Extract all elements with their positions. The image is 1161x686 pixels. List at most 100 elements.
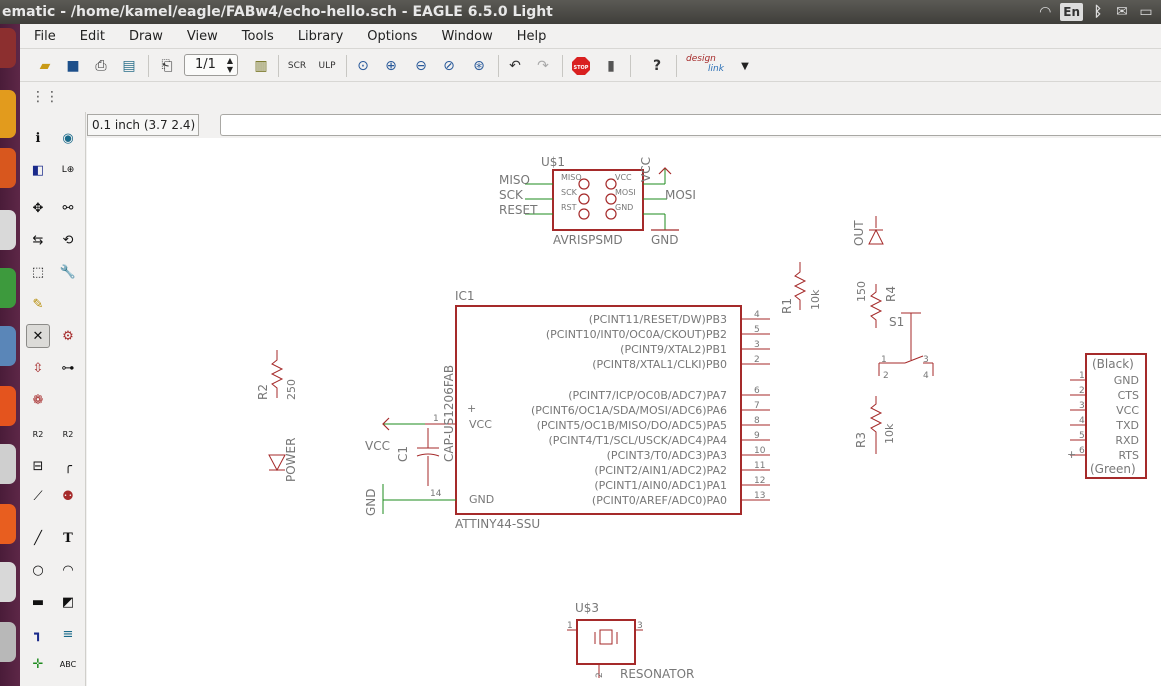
change-icon[interactable]: 🔧 [59, 264, 77, 280]
ic1-pin-number: 12 [754, 476, 765, 486]
launcher-ubuntu-one-icon[interactable] [0, 504, 16, 544]
zoom-fit-icon[interactable]: ⊙ [357, 58, 369, 74]
print-icon[interactable]: ⎙ [95, 58, 107, 74]
launcher-spreadsheet-icon[interactable] [0, 268, 16, 308]
launcher-workspace-icon[interactable] [0, 622, 16, 662]
board-icon[interactable]: ▥ [254, 58, 268, 74]
sheet-icon[interactable]: ⎗ [161, 58, 173, 74]
mark-icon[interactable]: L⊕ [61, 165, 75, 175]
bus-icon[interactable]: ┓ [34, 626, 42, 642]
miter-icon[interactable]: ╭ [64, 458, 72, 474]
zoom-select-icon[interactable]: ⊛ [473, 58, 485, 74]
wifi-icon[interactable]: ◠ [1039, 4, 1051, 20]
replace-icon[interactable]: ❁ [32, 392, 44, 408]
paste-icon[interactable]: ✎ [32, 296, 44, 312]
ftdi-pin-number: 6 [1079, 446, 1085, 456]
invoke-icon[interactable]: ⚉ [62, 488, 74, 504]
zoom-in-icon[interactable]: ⊕ [385, 58, 397, 74]
r4-name: R4 [884, 286, 898, 302]
sheet-selector[interactable]: 1/1 ▲▼ [184, 54, 238, 76]
chevron-down-icon[interactable]: ▼ [741, 60, 749, 72]
menu-options[interactable]: Options [367, 28, 418, 44]
keyboard-layout-indicator[interactable]: En [1060, 3, 1083, 21]
ulp-icon[interactable]: ULP [318, 61, 336, 71]
ic1-value: ATTINY44-SSU [455, 517, 540, 531]
zoom-out-icon[interactable]: ⊖ [415, 58, 427, 74]
display-layers-icon[interactable]: ◧ [31, 162, 45, 178]
u3-name: U$3 [575, 601, 599, 615]
launcher-app-icon[interactable] [0, 28, 16, 68]
wire-icon[interactable]: ╱ [34, 530, 42, 546]
design-link-button[interactable]: design link [686, 54, 746, 78]
launcher-disk-icon[interactable] [0, 562, 16, 602]
net-label-vcc-u1: VCC [639, 157, 653, 182]
menu-file[interactable]: File [34, 28, 56, 44]
copy-icon[interactable]: ⚯ [62, 200, 74, 216]
menu-window[interactable]: Window [441, 28, 493, 44]
launcher-software-icon[interactable] [0, 386, 16, 426]
bluetooth-icon[interactable]: ᛒ [1093, 4, 1103, 20]
polygon-icon[interactable]: ◩ [61, 594, 75, 610]
launcher-files-icon[interactable] [0, 90, 16, 138]
save-icon[interactable]: ■ [66, 58, 80, 74]
net-label-mosi: MOSI [665, 188, 696, 202]
show-icon[interactable]: ◉ [62, 130, 74, 146]
ic1-pin-number: 8 [754, 416, 760, 426]
ftdi-body [1085, 353, 1147, 479]
redo-icon[interactable]: ↷ [537, 58, 549, 74]
text-icon[interactable]: T [63, 530, 73, 546]
u1-pin-gnd: GND [615, 203, 633, 212]
move-icon[interactable]: ✥ [32, 200, 44, 216]
undo-icon[interactable]: ↶ [509, 58, 521, 74]
ic1-pin-label: (PCINT11/RESET/DW)PB3 [589, 313, 727, 326]
delete-icon[interactable]: ✕ [26, 324, 50, 348]
battery-icon[interactable]: ▭ [1139, 4, 1153, 20]
launcher-presentation-icon[interactable] [0, 326, 16, 366]
u1-pin-miso: MISO [561, 173, 582, 182]
ic1-pin-label: (PCINT1/AIN0/ADC1)PA1 [594, 479, 727, 492]
menu-draw[interactable]: Draw [128, 28, 163, 44]
smash-icon[interactable]: ⊟ [32, 458, 44, 474]
info-icon[interactable]: ℹ [35, 130, 41, 146]
u1-pin-sck: SCK [561, 188, 578, 197]
split-icon[interactable]: ⟋ [33, 488, 43, 504]
go-icon[interactable]: ▮ [607, 58, 615, 74]
name-icon[interactable]: R2 [32, 429, 44, 439]
launcher-document-icon[interactable] [0, 210, 16, 250]
zoom-redraw-icon[interactable]: ⊘ [443, 58, 455, 74]
mail-icon[interactable]: ✉ [1116, 4, 1128, 20]
cam-processor-icon[interactable]: ▤ [122, 58, 136, 74]
gateswap-icon[interactable]: ⊶ [61, 360, 75, 376]
menu-tools[interactable]: Tools [241, 28, 274, 44]
menu-bar: File Edit Draw View Tools Library Option… [20, 24, 1161, 48]
rect-icon[interactable]: ▬ [31, 594, 45, 610]
launcher-settings-icon[interactable] [0, 444, 16, 484]
label-icon[interactable]: ABC [59, 659, 77, 669]
ic1-gnd-num: 14 [430, 489, 442, 499]
junction-icon[interactable]: ✛ [32, 656, 44, 672]
stop-icon[interactable]: STOP [570, 55, 592, 77]
arc-icon[interactable]: ◠ [62, 562, 74, 578]
command-line-input[interactable] [220, 114, 1161, 136]
menu-view[interactable]: View [186, 28, 218, 44]
grid-icon[interactable]: ⋮⋮ [31, 89, 59, 105]
add-icon[interactable]: ⚙ [62, 328, 74, 344]
pinswap-icon[interactable]: ⇳ [32, 360, 44, 376]
ftdi-pin-label: TXD [1115, 419, 1139, 432]
menu-help[interactable]: Help [516, 28, 547, 44]
menu-library[interactable]: Library [297, 28, 344, 44]
circle-icon[interactable]: ○ [32, 562, 44, 578]
launcher-firefox-icon[interactable] [0, 148, 16, 188]
rotate-icon[interactable]: ⟲ [62, 232, 74, 248]
net-icon[interactable]: ≡ [62, 626, 74, 642]
spinner-arrows-icon[interactable]: ▲▼ [226, 56, 233, 74]
u1-value: AVRISPSMD [553, 233, 623, 247]
mirror-icon[interactable]: ⇆ [32, 232, 44, 248]
value-icon[interactable]: R2 [62, 429, 74, 439]
group-icon[interactable]: ⬚ [31, 264, 45, 280]
schematic-canvas[interactable]: U$1 AVRISPSMD MISO SCK RST VCC MOSI GND … [87, 138, 1161, 686]
menu-edit[interactable]: Edit [79, 28, 105, 44]
help-icon[interactable]: ? [652, 58, 662, 74]
open-icon[interactable]: ▰ [39, 58, 51, 74]
script-icon[interactable]: SCR [287, 61, 307, 71]
